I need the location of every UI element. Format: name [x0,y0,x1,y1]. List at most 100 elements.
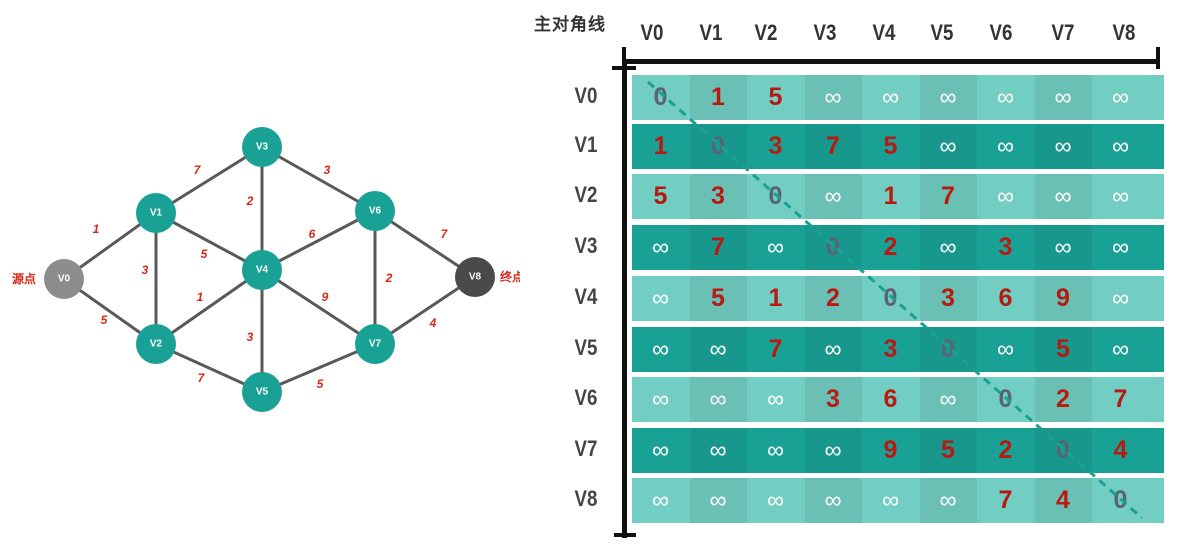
matrix-cell: ∞ [919,478,977,523]
matrix-cell: ∞ [804,428,862,473]
matrix-cell: ∞ [689,478,747,523]
edge-v3-v6 [261,145,376,213]
edge-v4-v6 [261,209,376,272]
left-axis-bar [622,62,627,538]
edge-weight-v1-v3: 7 [194,163,202,177]
node-v1 [136,193,176,233]
matrix-cell: 0 [689,124,747,169]
matrix-cell: 0 [804,225,862,270]
matrix-cell: ∞ [996,132,1015,160]
target-label: 终点 [500,269,520,284]
matrix-cell: ∞ [689,377,747,422]
edge-v4-v7 [261,268,376,346]
matrix-cell: 2 [804,276,862,321]
left-axis-top-tick [612,66,636,70]
matrix-cell: 5 [653,182,668,210]
matrix-cell: 7 [1113,385,1128,413]
node-label-v6: V6 [369,206,382,217]
matrix-cell: 6 [883,385,898,413]
matrix-cell: ∞ [651,436,670,464]
matrix-cell: 3 [804,377,862,422]
matrix-cell: ∞ [766,385,785,413]
edge-weight-v1-v4: 5 [201,247,208,261]
row-header-v5: V5 [574,335,598,360]
node-v8 [455,257,495,297]
matrix-cell: ∞ [651,233,670,261]
matrix-cell: ∞ [996,335,1015,363]
matrix-cell: 1 [883,182,898,210]
node-v4 [242,250,282,290]
column-header-v8: V8 [1112,20,1136,45]
matrix-cell: 5 [768,83,783,111]
edge-weight-v6-v8: 7 [441,227,449,241]
matrix-cell: 7 [919,174,977,219]
edge-weight-v4-v6: 6 [309,227,316,241]
matrix-cell: ∞ [766,233,785,261]
matrix-cell: 0 [653,83,668,111]
node-label-v8: V8 [469,272,482,283]
matrix-cell: ∞ [804,327,862,372]
column-header-v7: V7 [1051,20,1075,45]
row-header-v8: V8 [574,486,598,511]
edge-weight-v5-v7: 5 [317,377,324,391]
row-header-v7: V7 [574,436,598,461]
matrix-cell: 2 [1034,377,1092,422]
matrix-cell: ∞ [651,284,670,312]
matrix-cell: ∞ [804,75,862,120]
left-axis-bottom-tick [614,533,636,537]
column-header-v6: V6 [989,20,1013,45]
edge-v7-v8 [374,275,476,346]
node-v3 [242,127,282,167]
matrix-cell: ∞ [766,486,785,514]
edge-weight-v4-v5: 3 [247,330,254,344]
matrix-cell: 1 [689,75,747,120]
matrix-cell: 9 [883,436,898,464]
node-label-v0: V0 [58,274,71,285]
matrix-cell: 7 [689,225,747,270]
node-v2 [136,324,176,364]
matrix-cell: ∞ [1111,132,1130,160]
matrix-cell: 9 [1034,276,1092,321]
node-label-v5: V5 [256,387,269,398]
top-axis-left-tick [622,47,626,63]
matrix-cell: ∞ [881,83,900,111]
matrix-cell: 7 [998,486,1013,514]
matrix-cell: 2 [998,436,1013,464]
main-diagonal-label: 主对角线 [534,15,606,34]
matrix-cell: 2 [883,233,898,261]
top-axis-bar [624,59,1160,64]
matrix-cell: 7 [804,124,862,169]
matrix-cell: ∞ [919,124,977,169]
matrix-cell: 0 [768,182,783,210]
node-label-v1: V1 [150,208,163,219]
edge-weight-v7-v8: 4 [429,316,437,330]
top-axis-right-tick [1156,47,1160,69]
row-header-v2: V2 [574,182,598,207]
matrix-cell: ∞ [766,436,785,464]
matrix-cell: ∞ [1111,182,1130,210]
matrix-cell: 0 [1113,486,1128,514]
matrix-cell: ∞ [1111,284,1130,312]
matrix-cell: 1 [653,132,668,160]
matrix-cell: 5 [1034,327,1092,372]
matrix-cell: ∞ [1034,174,1092,219]
matrix-cell: ∞ [996,83,1015,111]
column-header-v5: V5 [930,20,954,45]
node-v5 [242,372,282,412]
matrix-cell: ∞ [1034,225,1092,270]
matrix-cell: ∞ [651,335,670,363]
edge-weight-v0-v1: 1 [93,222,100,236]
edge-weight-v4-v7: 9 [322,290,329,304]
matrix-cell: 4 [1113,436,1128,464]
edge-weight-v1-v2: 3 [142,263,149,277]
matrix-cell: ∞ [996,182,1015,210]
row-header-v3: V3 [574,233,598,258]
